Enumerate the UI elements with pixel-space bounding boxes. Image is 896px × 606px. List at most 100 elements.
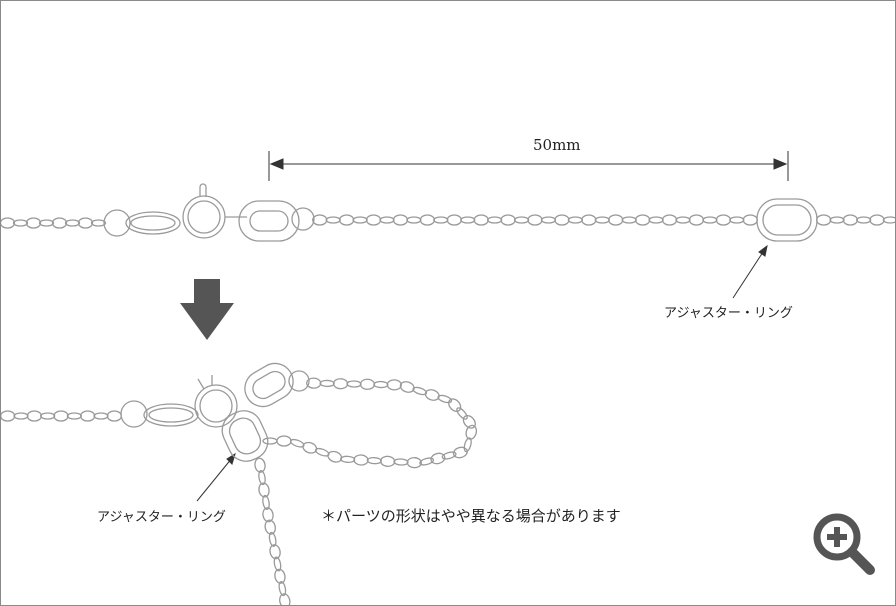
chain-link xyxy=(279,593,291,605)
chain-link xyxy=(327,450,343,463)
bottom-clasp xyxy=(120,362,310,462)
chain-link xyxy=(513,216,530,224)
chain-link xyxy=(274,568,286,584)
chain-link xyxy=(38,219,55,227)
chain-link xyxy=(621,216,637,224)
chain-link xyxy=(312,214,328,226)
chain-link xyxy=(473,214,489,226)
chain-link xyxy=(500,214,516,226)
callout-arrow-bottom xyxy=(196,452,236,502)
chain-link xyxy=(40,412,56,420)
chain-link xyxy=(486,216,503,224)
chain-link xyxy=(340,455,356,463)
chain-link xyxy=(366,457,382,465)
chain-link xyxy=(634,214,651,226)
chain-link xyxy=(688,214,705,226)
chain-link xyxy=(869,214,885,226)
chain-link xyxy=(66,412,82,420)
adjuster-ring-label-top: アジャスター・リング xyxy=(664,306,793,321)
chain-link xyxy=(264,519,276,535)
chain-link xyxy=(675,216,691,224)
dimension-label: 50mm xyxy=(533,136,581,154)
chain-link xyxy=(463,437,472,453)
chain-link xyxy=(527,214,543,226)
chain-link xyxy=(1,410,16,422)
chain-link xyxy=(365,214,382,226)
chain-link xyxy=(406,216,422,224)
chain-link xyxy=(258,482,270,498)
chain-link xyxy=(12,219,29,227)
chain-link xyxy=(392,214,409,226)
chain-link xyxy=(419,214,436,226)
chain-link xyxy=(80,410,96,422)
chain-link xyxy=(452,446,468,459)
zoom-in-icon[interactable] xyxy=(807,507,881,581)
chain-link xyxy=(262,494,270,510)
chain-link xyxy=(842,214,858,226)
chain-link xyxy=(332,378,349,390)
chain-link xyxy=(581,214,597,226)
chain-link xyxy=(269,544,281,560)
chain-link xyxy=(729,216,745,224)
chain-link xyxy=(325,216,341,224)
chain-link xyxy=(448,398,462,413)
chain-link xyxy=(106,410,122,422)
chain-link xyxy=(314,447,330,457)
chain-link xyxy=(258,470,266,486)
top-clasp xyxy=(103,183,315,242)
chain-link xyxy=(353,454,369,466)
chain-link xyxy=(268,531,277,547)
chain-link xyxy=(346,380,362,388)
chain-link xyxy=(386,379,402,391)
chain-link xyxy=(399,381,415,393)
chain-link xyxy=(412,386,428,396)
chain-link xyxy=(1,217,16,229)
chain-link xyxy=(254,457,266,473)
chain-link xyxy=(319,379,335,388)
chain-link xyxy=(53,410,69,422)
chain-link xyxy=(276,435,292,447)
chain-link xyxy=(25,217,42,229)
chain-link xyxy=(648,216,664,224)
chain-link xyxy=(262,437,278,445)
chain-link xyxy=(437,394,453,404)
parts-note: ＊パーツの形状はやや異なる場合があります xyxy=(321,507,621,525)
chain-link xyxy=(456,407,468,420)
down-arrow-icon xyxy=(180,279,234,340)
chain-link xyxy=(424,389,440,401)
chain-link xyxy=(816,214,832,226)
chain-link xyxy=(608,214,624,226)
chain-link xyxy=(379,216,395,224)
chain-link xyxy=(460,216,476,224)
chain-link xyxy=(446,214,462,226)
chain-link xyxy=(594,216,610,224)
chain-link xyxy=(465,424,478,440)
chain-link xyxy=(262,507,274,523)
chain-link xyxy=(661,214,678,226)
chain-link xyxy=(742,214,758,226)
chain-link xyxy=(289,438,305,448)
adjuster-ring-top xyxy=(756,198,818,242)
chain-link xyxy=(90,219,107,227)
chain-link xyxy=(567,216,584,224)
chain-link xyxy=(882,216,895,224)
chain-link xyxy=(373,380,389,389)
chain-link xyxy=(554,214,570,226)
chain-link xyxy=(540,216,557,224)
chain-link xyxy=(338,214,355,226)
chain-link xyxy=(702,216,718,224)
chain-link xyxy=(302,441,318,454)
chain-link xyxy=(77,217,94,229)
chain-link xyxy=(856,216,872,224)
chain-link xyxy=(462,414,476,429)
chain-link xyxy=(441,451,457,460)
chain-link xyxy=(433,216,449,224)
chain-link xyxy=(273,556,282,572)
chain-link xyxy=(380,455,396,467)
adjuster-ring-label-bottom: アジャスター・リング xyxy=(97,510,226,525)
chain-link xyxy=(393,458,409,466)
chain-link xyxy=(93,412,109,420)
callout-arrow-top xyxy=(732,244,768,299)
